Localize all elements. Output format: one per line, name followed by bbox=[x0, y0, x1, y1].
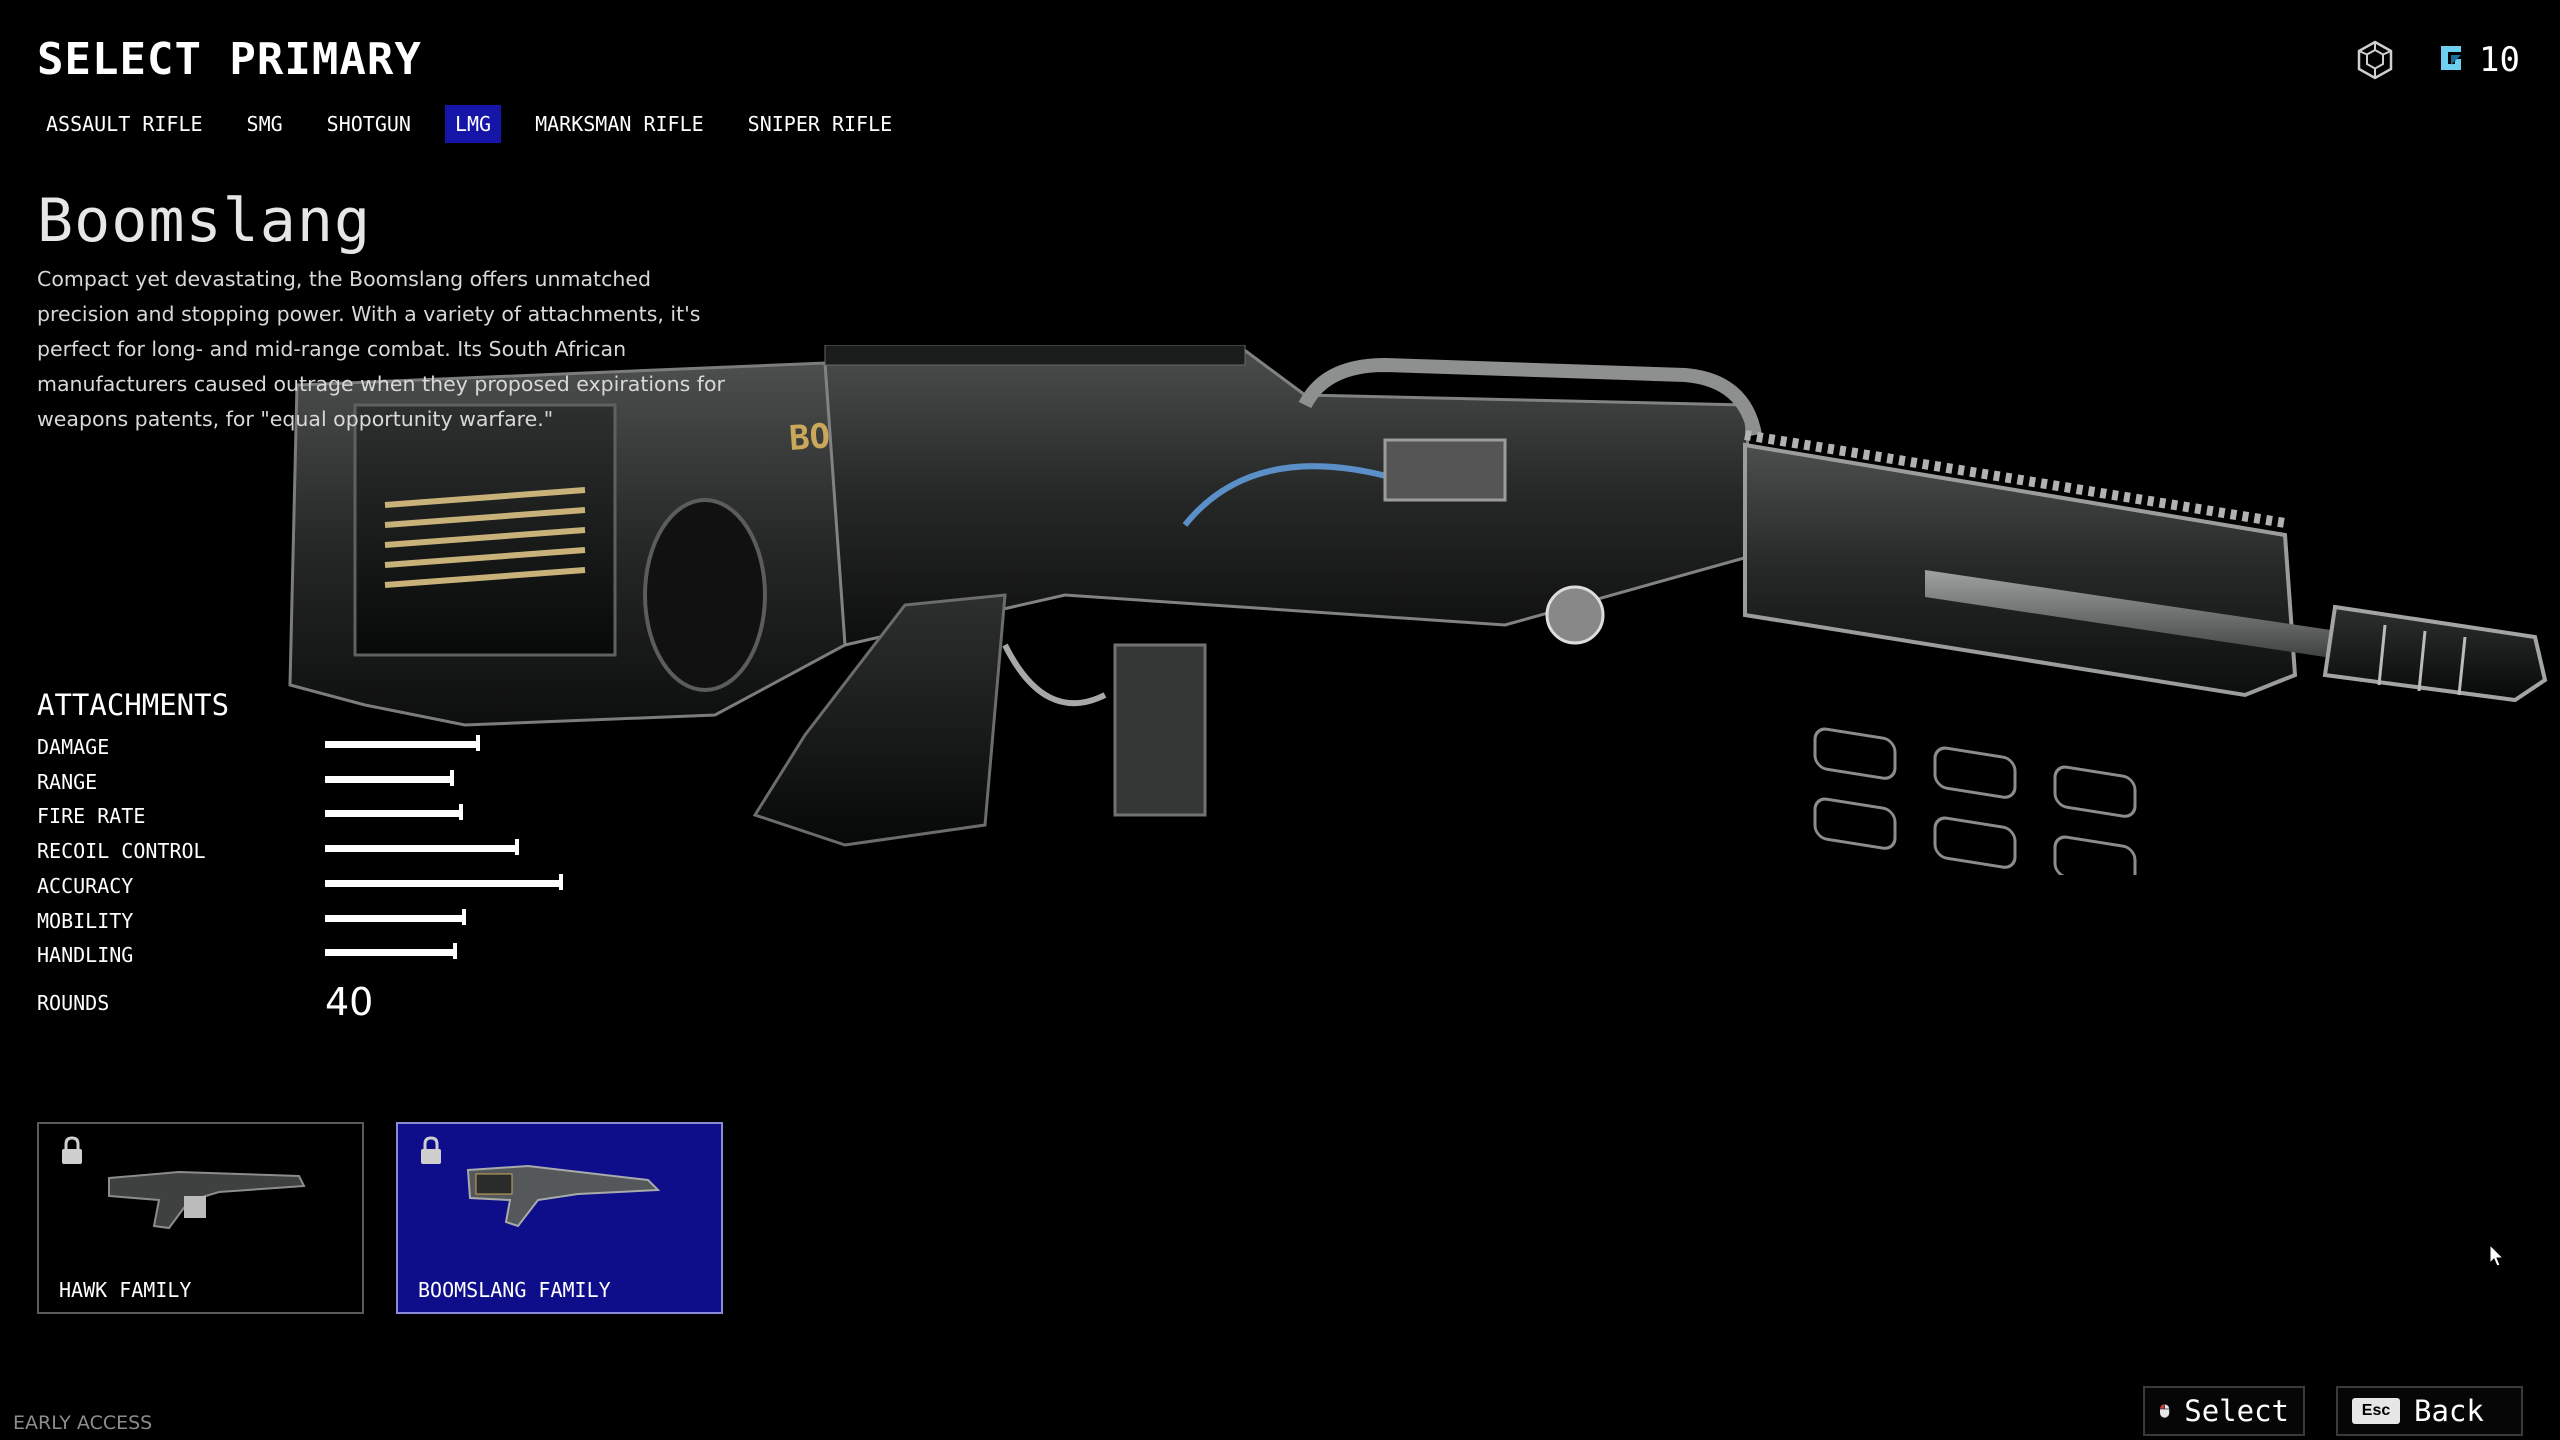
lock-icon bbox=[62, 1136, 82, 1164]
cube-icon[interactable] bbox=[2353, 38, 2397, 82]
stat-bar bbox=[325, 804, 625, 828]
rounds-value: 40 bbox=[325, 980, 374, 1024]
weapon-render[interactable]: BOOMSLANG bbox=[285, 345, 2550, 875]
tab-lmg[interactable]: LMG bbox=[444, 105, 502, 143]
back-label: Back bbox=[2414, 1394, 2484, 1428]
family-card-hawk[interactable]: HAWK FAMILY bbox=[37, 1122, 364, 1314]
tab-marksman-rifle[interactable]: MARKSMAN RIFLE bbox=[535, 112, 704, 136]
stat-bar-cap bbox=[515, 839, 519, 856]
weapon-name: Boomslang bbox=[37, 186, 372, 256]
stat-bar-cap bbox=[559, 873, 563, 890]
stat-row-mobility: MOBILITY bbox=[37, 908, 737, 934]
stat-label: ACCURACY bbox=[37, 873, 134, 898]
stat-row-accuracy: ACCURACY bbox=[37, 873, 737, 899]
stat-bar-cap bbox=[462, 908, 466, 925]
stat-row-recoil-control: RECOIL CONTROL bbox=[37, 838, 737, 864]
boomslang-thumbnail bbox=[466, 1164, 661, 1228]
stat-bar-cap bbox=[450, 769, 454, 786]
stat-label: MOBILITY bbox=[37, 908, 134, 933]
stat-row-handling: HANDLING bbox=[37, 942, 737, 968]
stat-bar-fill bbox=[325, 741, 478, 748]
family-label: HAWK FAMILY bbox=[59, 1278, 192, 1302]
stat-bar-cap bbox=[459, 804, 463, 821]
stat-label: HANDLING bbox=[37, 943, 134, 968]
mouse-left-click-icon bbox=[2160, 1404, 2170, 1418]
select-button[interactable]: Select bbox=[2143, 1386, 2305, 1436]
stat-bar-fill bbox=[325, 845, 517, 853]
stat-bar-cap bbox=[476, 735, 480, 751]
stat-row-fire-rate: FIRE RATE bbox=[37, 803, 737, 829]
weapon-description: Compact yet devastating, the Boomslang o… bbox=[37, 267, 725, 431]
tab-shotgun[interactable]: SHOTGUN bbox=[326, 112, 411, 136]
stat-bar bbox=[325, 769, 625, 794]
lock-icon bbox=[421, 1136, 441, 1164]
stat-bar bbox=[325, 839, 625, 863]
stat-bar-fill bbox=[325, 949, 455, 957]
stat-bar bbox=[325, 873, 625, 898]
tab-sniper-rifle[interactable]: SNIPER RIFLE bbox=[747, 112, 893, 136]
esc-key-icon: Esc bbox=[2352, 1398, 2400, 1424]
stat-bar-fill bbox=[325, 879, 561, 887]
stat-row-damage: DAMAGE bbox=[37, 734, 737, 760]
stat-label: FIRE RATE bbox=[37, 804, 146, 829]
hawk-thumbnail bbox=[108, 1170, 306, 1230]
stat-bar-fill bbox=[325, 775, 452, 783]
stat-row-range: RANGE bbox=[37, 769, 737, 795]
back-button[interactable]: Esc Back bbox=[2336, 1386, 2523, 1436]
attachments-heading: ATTACHMENTS bbox=[37, 688, 230, 722]
weapon-category-tabs: ASSAULT RIFLE SMG SHOTGUN LMG MARKSMAN R… bbox=[36, 105, 926, 143]
tab-assault-rifle[interactable]: ASSAULT RIFLE bbox=[46, 112, 203, 136]
stat-label: RECOIL CONTROL bbox=[37, 839, 206, 864]
mouse-cursor-icon bbox=[2489, 1244, 2505, 1267]
currency-display: 10 bbox=[2437, 40, 2520, 80]
tab-smg[interactable]: SMG bbox=[246, 112, 283, 136]
page-title: SELECT PRIMARY bbox=[37, 34, 422, 85]
family-label: BOOMSLANG FAMILY bbox=[418, 1278, 611, 1302]
stat-bar-cap bbox=[453, 943, 457, 960]
rounds-label: ROUNDS bbox=[37, 991, 110, 1015]
stat-bar bbox=[325, 735, 625, 759]
currency-value: 10 bbox=[2479, 40, 2520, 80]
family-card-boomslang[interactable]: BOOMSLANG FAMILY bbox=[396, 1122, 723, 1314]
early-access-label: EARLY ACCESS bbox=[13, 1412, 153, 1434]
top-hud: 10 bbox=[2353, 36, 2520, 84]
stat-label: RANGE bbox=[37, 769, 98, 794]
token-icon bbox=[2437, 43, 2465, 77]
stat-bar bbox=[325, 943, 625, 967]
stat-bar-fill bbox=[325, 914, 464, 922]
stat-label: DAMAGE bbox=[37, 735, 110, 759]
select-label: Select bbox=[2184, 1394, 2289, 1428]
stat-bar-fill bbox=[325, 810, 461, 818]
stat-bar bbox=[325, 908, 625, 933]
